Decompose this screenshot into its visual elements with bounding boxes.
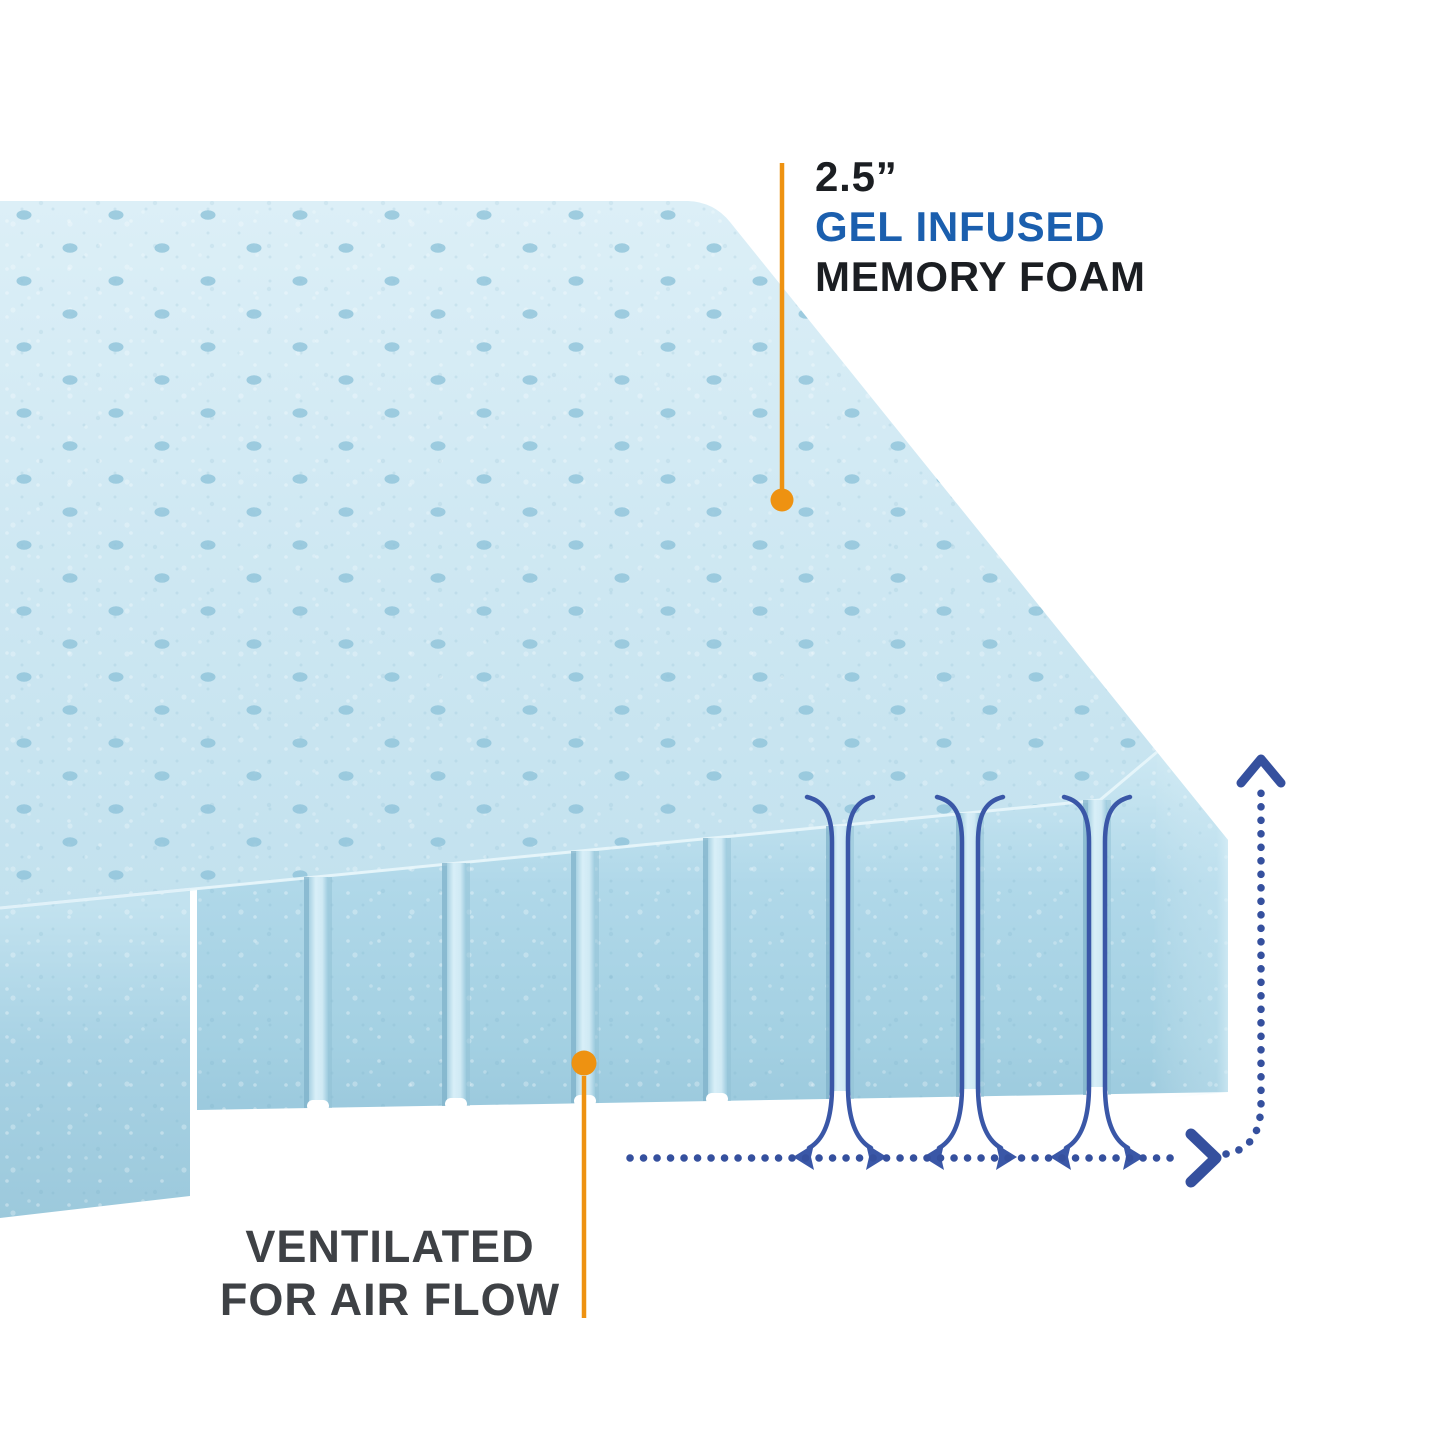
thickness-value: 2.5” <box>815 153 898 200</box>
pointer-dot <box>571 1050 597 1076</box>
ventilation-groove <box>571 851 599 1107</box>
foam-front-face <box>197 752 1228 1110</box>
foam-front-left-corner <box>0 889 190 1218</box>
dotted-line-vertical <box>1222 777 1265 1158</box>
thickness-callout: 2.5” GEL INFUSED MEMORY FOAM <box>815 152 1146 302</box>
airflow-channel-arrows-icon <box>1050 794 1144 1170</box>
ventilation-groove <box>956 813 984 1101</box>
chevron-up-icon <box>1236 754 1286 788</box>
feature-highlight-label: GEL INFUSED <box>815 203 1106 250</box>
ventilation-groove <box>304 877 332 1112</box>
ventilation-grooves <box>304 800 1111 1112</box>
foam-right-corner-bevel <box>1152 752 1228 1100</box>
ventilation-groove <box>826 826 854 1103</box>
ventilation-groove <box>1083 800 1111 1099</box>
ventilation-label-line2: FOR AIR FLOW <box>219 1274 561 1325</box>
ventilation-holes-pattern <box>0 201 1157 908</box>
foam-top-surface <box>0 201 1157 908</box>
ventilation-groove <box>442 863 470 1110</box>
ventilation-label-line1: VENTILATED <box>245 1221 535 1272</box>
ventilation-groove <box>703 838 731 1105</box>
dimension-arrow-icon <box>626 754 1286 1188</box>
ventilation-callout: VENTILATED FOR AIR FLOW <box>160 1220 620 1326</box>
ventilation-pointer-icon <box>571 1050 597 1318</box>
thickness-pointer-icon <box>770 163 794 512</box>
pointer-dot <box>770 488 794 512</box>
corner-top-edge <box>0 887 191 910</box>
feature-label: MEMORY FOAM <box>815 253 1146 300</box>
chevron-right-icon <box>1185 1128 1222 1188</box>
